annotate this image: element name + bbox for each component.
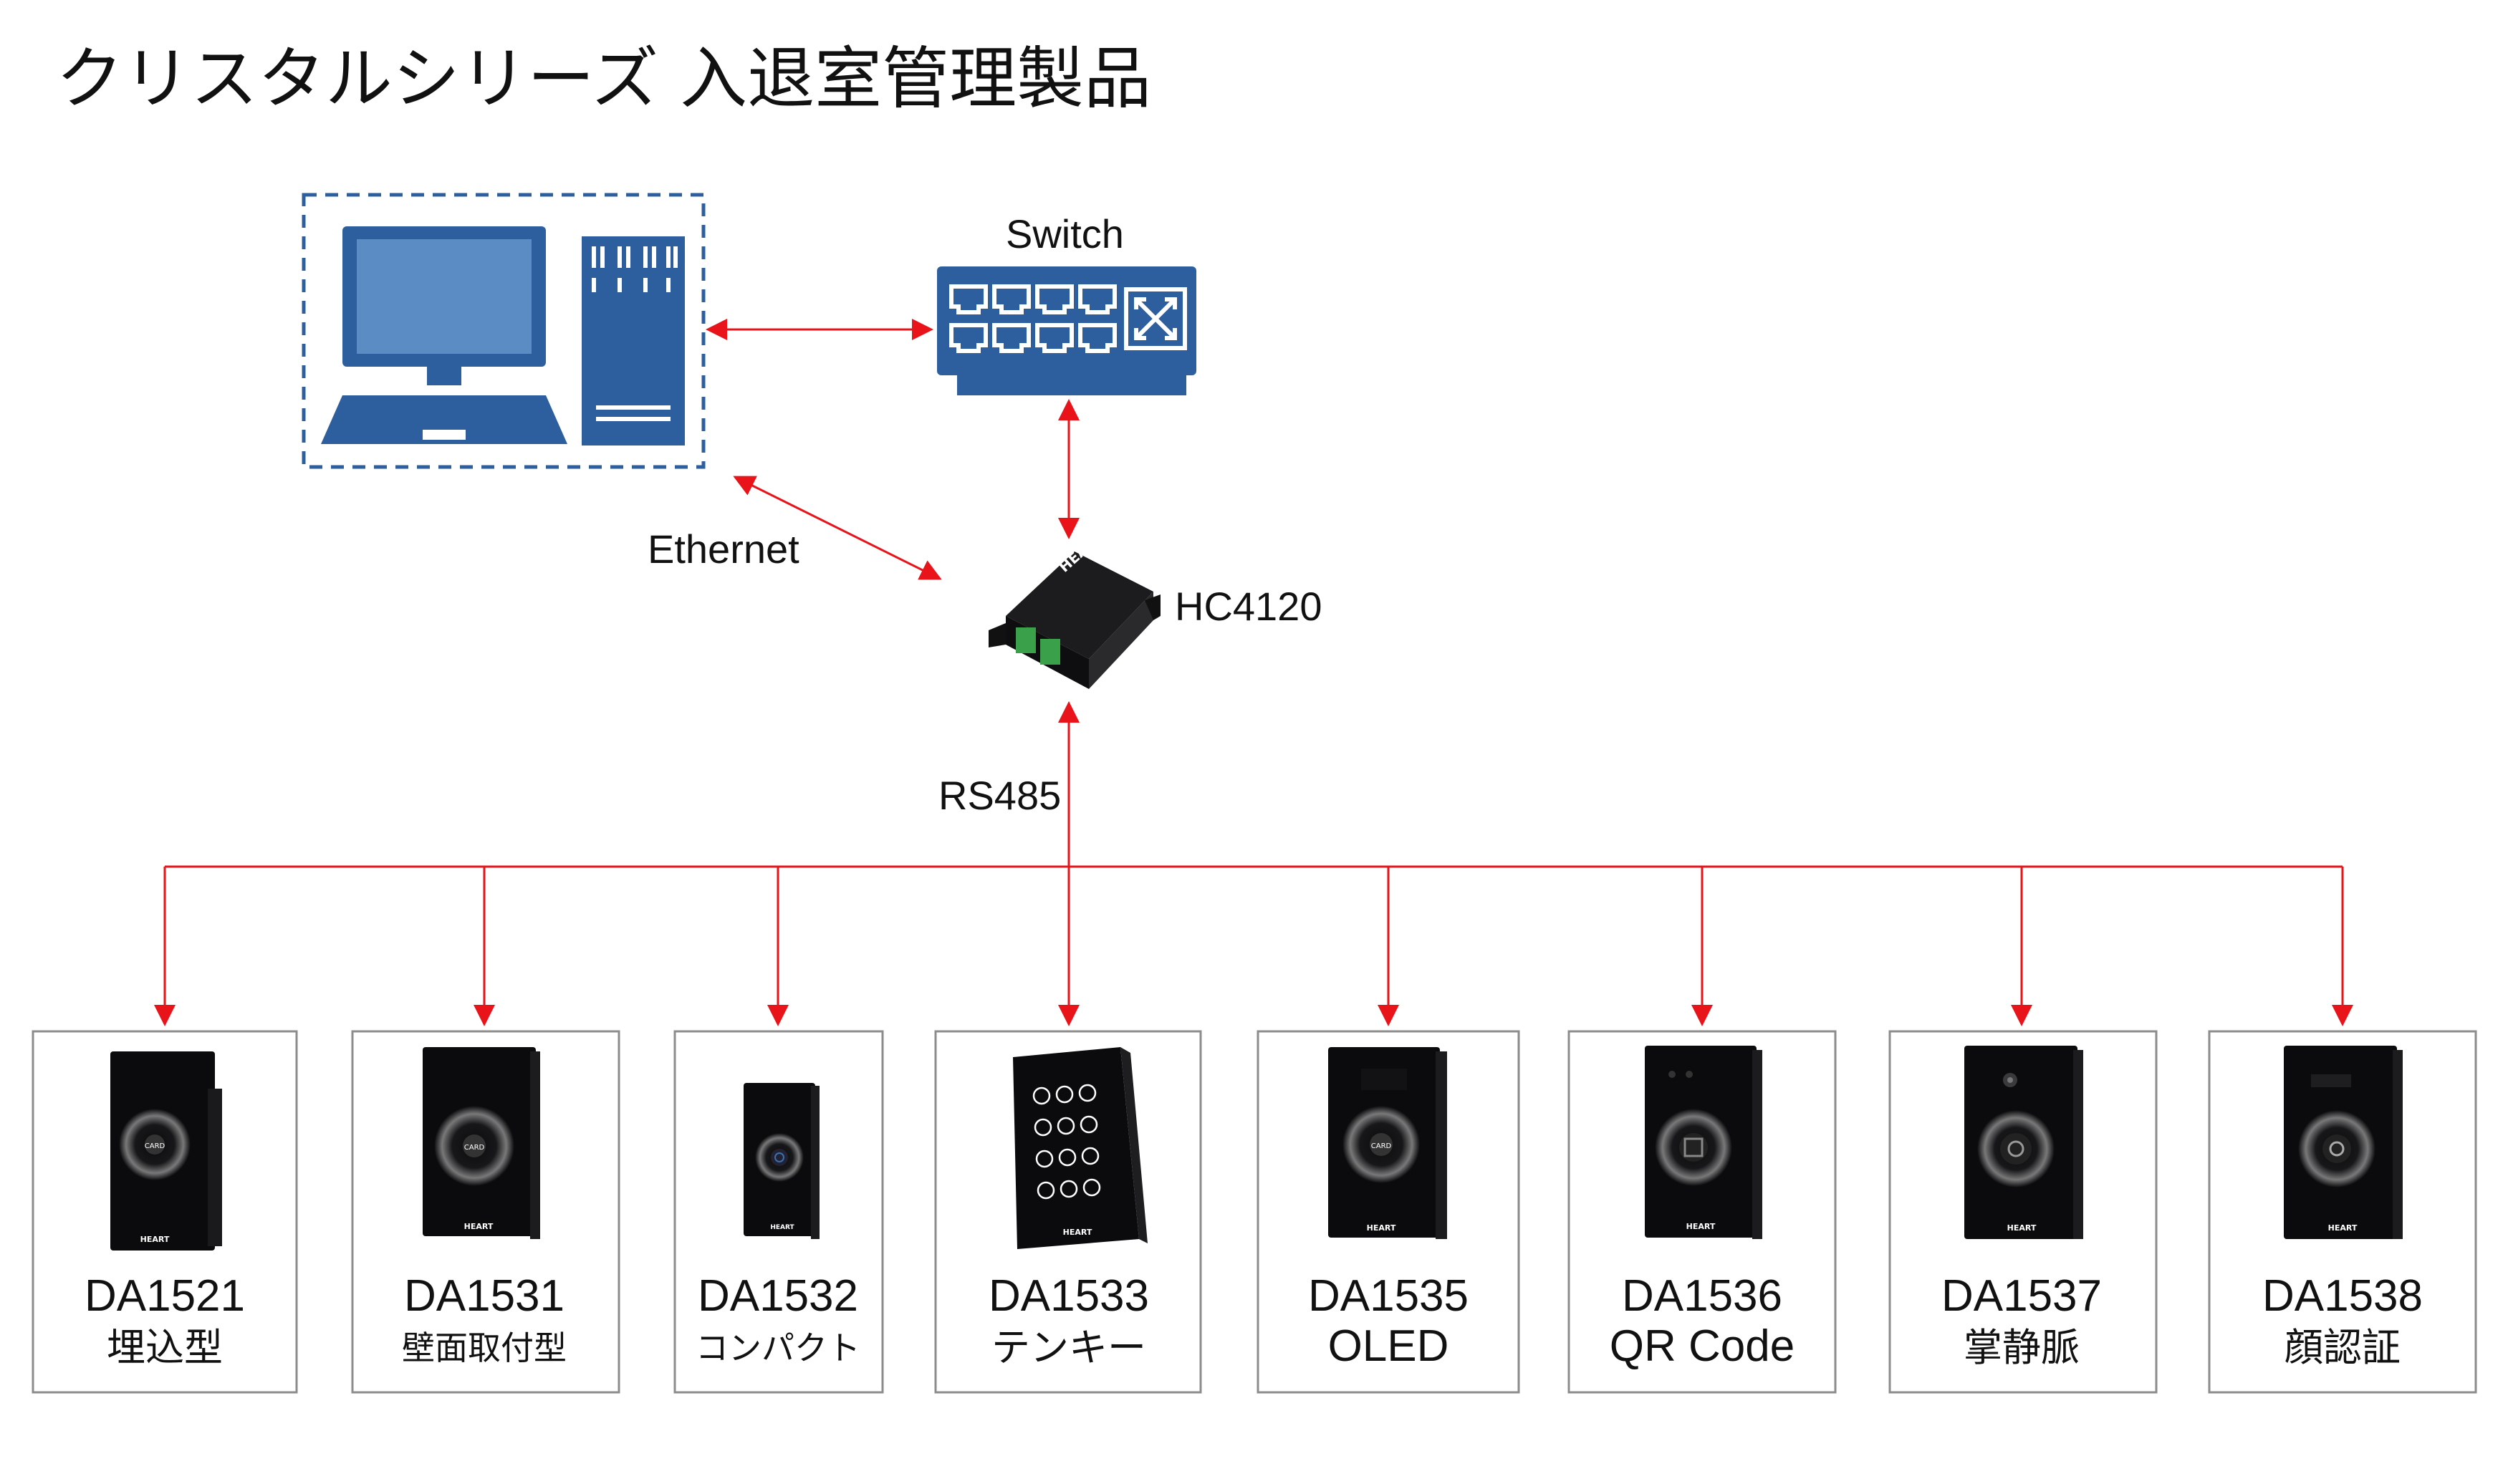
qr-reader-icon: HEART (1645, 1046, 1762, 1239)
device-subtitle: テンキー (991, 1325, 1146, 1370)
device-model: DA1538 (2262, 1271, 2423, 1321)
device-brand-text: HEART (464, 1222, 494, 1231)
ethernet-label: Ethernet (648, 526, 799, 572)
device-model: DA1531 (404, 1271, 565, 1321)
device-model: DA1536 (1622, 1271, 1782, 1321)
oled-reader-icon: CARD HEART (1328, 1047, 1447, 1239)
network-switch-icon: Switch (937, 211, 1196, 395)
card-text: CARD (1371, 1142, 1392, 1150)
device-card: CARD HEART DA1531 壁面取付型 (351, 867, 620, 1394)
device-model: DA1532 (698, 1271, 858, 1321)
device-subtitle: 埋込型 (107, 1325, 223, 1370)
device-model: DA1537 (1941, 1271, 2102, 1321)
device-card: CARD HEART DA1535 OLED (1257, 867, 1520, 1394)
card-reader-icon: CARD HEART (110, 1051, 222, 1251)
device-brand-text: HEART (1367, 1223, 1396, 1233)
device-brand-text: HEART (140, 1235, 170, 1244)
card-text: CARD (464, 1144, 485, 1152)
keypad-reader-icon: HEART (1013, 1047, 1148, 1249)
device-card: HEART DA1538 顔認証 (2208, 867, 2477, 1394)
device-subtitle: OLED (1328, 1321, 1449, 1371)
device-list: CARD HEART DA1521 埋込型 CARD HEART DA1531 … (32, 867, 2477, 1394)
device-brand-text: HEART (1063, 1228, 1092, 1237)
face-recognition-reader-icon: HEART (2284, 1046, 2403, 1239)
converter-label: HC4120 (1175, 584, 1322, 629)
rs485-converter-icon: HEART HC4120 (989, 527, 1322, 689)
switch-label: Switch (1006, 211, 1124, 256)
compact-reader-icon: HEART (744, 1083, 820, 1239)
connections: Ethernet RS485 (165, 319, 2343, 868)
device-brand-text: HEART (2007, 1223, 2037, 1233)
device-card: HEART DA1537 掌静脈 (1888, 867, 2158, 1394)
card-reader-icon: CARD HEART (423, 1047, 540, 1239)
rs485-label: RS485 (938, 773, 1061, 818)
device-brand-text: HEART (770, 1224, 794, 1231)
device-subtitle: コンパクト (696, 1329, 860, 1367)
desktop-computer-icon (302, 193, 706, 469)
device-brand-text: HEART (2328, 1223, 2358, 1233)
device-subtitle: 壁面取付型 (402, 1329, 567, 1367)
palm-vein-reader-icon: HEART (1964, 1046, 2083, 1239)
device-card: HEART DA1536 QR Code (1567, 867, 1837, 1394)
device-card: HEART DA1533 テンキー (934, 867, 1202, 1394)
device-card: CARD HEART DA1521 埋込型 (32, 867, 298, 1394)
device-model: DA1533 (989, 1271, 1149, 1321)
device-subtitle: 顔認証 (2285, 1325, 2401, 1370)
device-subtitle: 掌静脈 (1964, 1325, 2080, 1370)
device-subtitle: QR Code (1610, 1321, 1795, 1371)
page-title: クリスタルシリーズ 入退室管理製品 (56, 40, 1151, 118)
device-brand-text: HEART (1686, 1222, 1716, 1231)
device-model: DA1535 (1308, 1271, 1469, 1321)
device-card: HEART DA1532 コンパクト (673, 867, 884, 1394)
ethernet-link (733, 476, 942, 580)
device-model: DA1521 (85, 1271, 245, 1321)
card-text: CARD (145, 1142, 165, 1150)
